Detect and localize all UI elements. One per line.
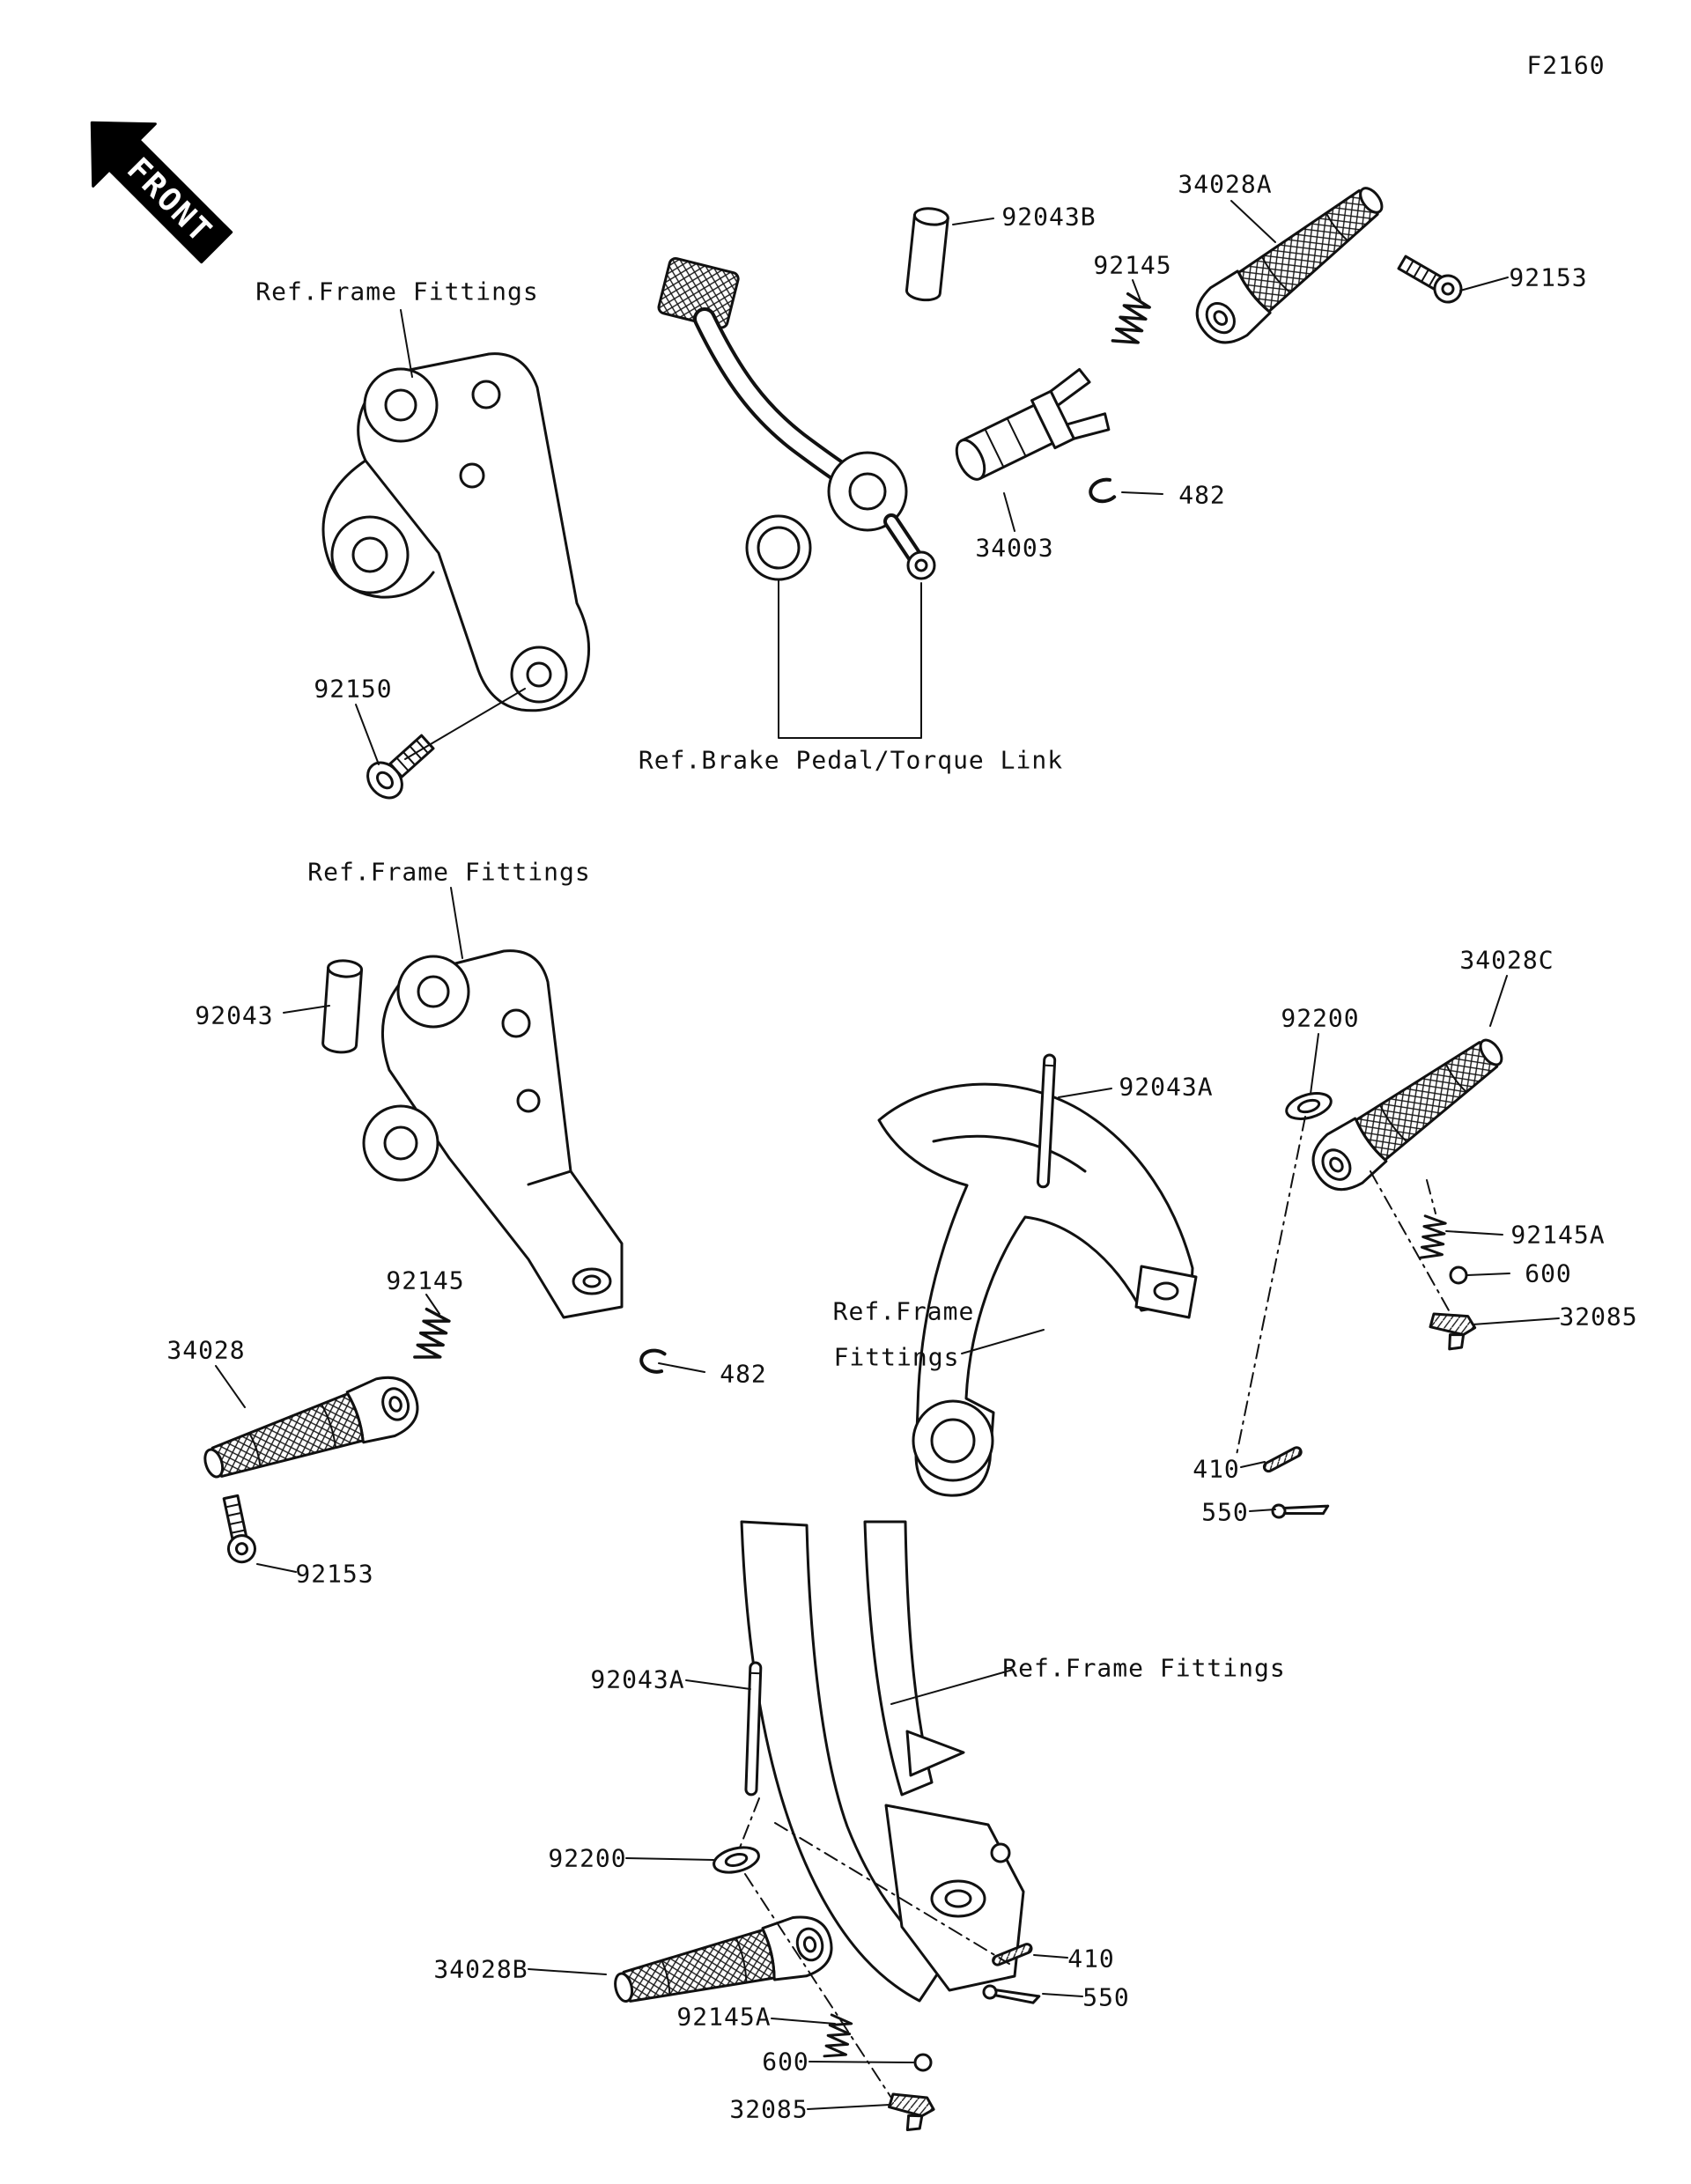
ref-label-frame-fittings-midright-line2: Fittings — [833, 1342, 960, 1372]
cotter-550-right — [1270, 1499, 1330, 1520]
part-label-34028C: 34028C — [1459, 945, 1554, 975]
part-label-92153-front: 92153 — [1509, 262, 1588, 292]
ball-600-bottom — [913, 2053, 933, 2072]
part-label-32085-bottom: 32085 — [729, 2094, 809, 2124]
washer-92200-bottom — [710, 1841, 763, 1878]
part-label-92145-left: 92145 — [386, 1265, 465, 1295]
cleat-32085-right — [1427, 1307, 1479, 1353]
part-label-34028A: 34028A — [1178, 169, 1273, 199]
part-label-600-bottom: 600 — [762, 2047, 809, 2077]
circlip-482-front — [1086, 476, 1117, 506]
bracket-front-frame-fitting — [321, 352, 591, 712]
part-label-34028: 34028 — [166, 1335, 246, 1365]
ref-label-brake-pedal-torque-link: Ref.Brake Pedal/Torque Link — [638, 745, 1064, 775]
front-label: FRONT — [120, 151, 219, 251]
part-label-34028B: 34028B — [433, 1954, 528, 1984]
spring-92145A-right — [1419, 1214, 1448, 1262]
part-label-34003: 34003 — [975, 533, 1054, 563]
ref-label-frame-fittings-top: Ref.Frame Fittings — [255, 277, 539, 306]
part-label-92150: 92150 — [314, 674, 393, 704]
cleat-32085-bottom — [886, 2088, 937, 2133]
part-label-92153-left: 92153 — [295, 1559, 374, 1589]
circlip-482-left — [638, 1347, 667, 1376]
page-code: F2160 — [1526, 50, 1606, 80]
pivot-34003 — [955, 367, 1111, 481]
part-label-92043A-bottom: 92043A — [590, 1664, 685, 1694]
spring-92145-front — [1111, 291, 1154, 350]
part-label-550-right: 550 — [1201, 1497, 1249, 1527]
bolt-92153-front — [1394, 249, 1467, 308]
frame-fitting-rear-left — [740, 1520, 1025, 2003]
part-label-32085-right: 32085 — [1559, 1302, 1638, 1332]
part-label-92145-front: 92145 — [1093, 250, 1172, 280]
footpeg-34028A — [1184, 170, 1398, 357]
part-label-92043: 92043 — [195, 1000, 274, 1030]
pin-92043A-bottom — [744, 1661, 763, 1797]
pin-92043B — [905, 205, 950, 303]
part-label-92145A-right: 92145A — [1510, 1220, 1606, 1250]
part-label-600-right: 600 — [1525, 1258, 1572, 1288]
bushing-brake-pedal — [745, 514, 812, 581]
ref-label-frame-fittings-midleft: Ref.Frame Fittings — [307, 857, 591, 887]
ball-600-right — [1449, 1265, 1468, 1285]
pin-410-right — [1261, 1444, 1304, 1474]
bolt-92150 — [366, 734, 435, 800]
washer-92200-right — [1281, 1087, 1336, 1125]
part-label-92145A-bottom: 92145A — [676, 2002, 772, 2032]
part-label-410-right: 410 — [1193, 1454, 1240, 1484]
part-label-482-left: 482 — [720, 1359, 767, 1389]
footpeg-34028C — [1300, 1022, 1517, 1203]
spring-92145-left — [413, 1307, 453, 1365]
part-label-92200-bottom: 92200 — [548, 1843, 627, 1873]
front-direction-badge: FRONT — [90, 121, 233, 264]
bolt-92153-left — [216, 1493, 259, 1566]
ref-label-frame-fittings-bottom: Ref.Frame Fittings — [1002, 1653, 1286, 1683]
part-label-92043B: 92043B — [1001, 202, 1097, 232]
brake-pedal — [657, 256, 936, 580]
cotter-550-bottom — [981, 1983, 1041, 2005]
construction-lines — [739, 1116, 1450, 2099]
bracket-midleft-frame-fitting — [362, 949, 624, 1319]
part-label-482-front: 482 — [1178, 480, 1226, 510]
part-label-92200-right: 92200 — [1281, 1003, 1360, 1033]
frame-fitting-rear-right — [877, 1082, 1198, 1497]
part-label-92043A-right: 92043A — [1119, 1072, 1214, 1102]
part-label-550-bottom: 550 — [1082, 1982, 1130, 2012]
part-label-410-bottom: 410 — [1067, 1944, 1115, 1974]
leader-lines — [215, 200, 1560, 2110]
ref-label-frame-fittings-midright-line1: Ref.Frame — [832, 1296, 975, 1326]
spring-92145A-bottom — [823, 2013, 854, 2062]
